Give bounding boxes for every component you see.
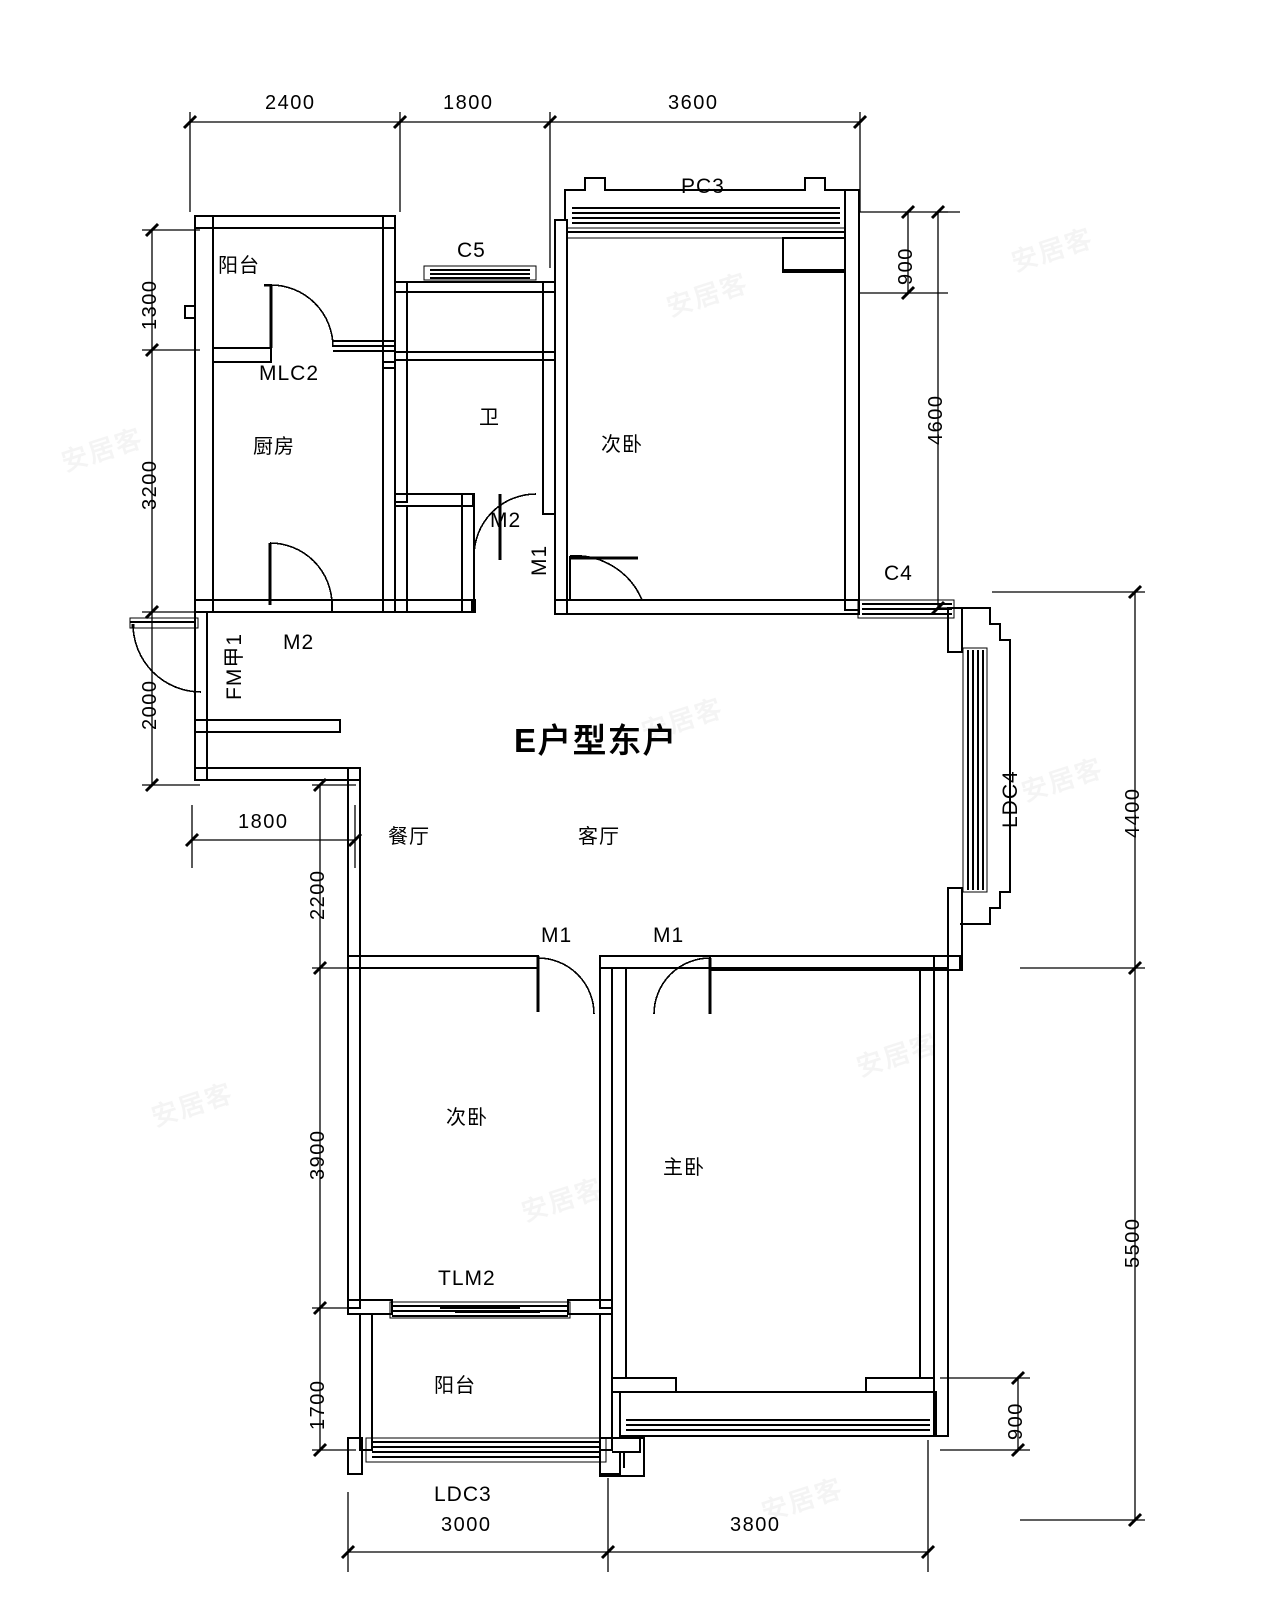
dimension-right-4400: 4400 <box>1122 787 1144 839</box>
opening-label-m1-bedroom-sw: M1 <box>541 924 573 947</box>
opening-label-ldc3: LDC3 <box>434 1483 492 1506</box>
room-label-bathroom: 卫 <box>479 407 500 429</box>
dimension-right-900-bottom: 900 <box>1005 1402 1027 1440</box>
dimension-top-1800: 1800 <box>443 92 494 114</box>
dimension-lines <box>142 112 1145 1572</box>
dimension-bottom-3800: 3800 <box>730 1514 781 1536</box>
room-label-kitchen: 厨房 <box>253 436 295 458</box>
opening-label-mlc2: MLC2 <box>259 362 320 385</box>
opening-label-m1-master: M1 <box>653 924 685 947</box>
dimension-right-4600: 4600 <box>925 394 947 446</box>
dimension-right-5500: 5500 <box>1122 1217 1144 1269</box>
opening-label-c4: C4 <box>884 562 913 585</box>
opening-label-ldc4: LDC4 <box>999 770 1022 828</box>
opening-label-m2-bath: M2 <box>490 509 522 532</box>
opening-label-m1-bedroom-ne: M1 <box>528 544 551 576</box>
dimension-left-1700: 1700 <box>307 1379 329 1431</box>
room-label-bedroom-sw: 次卧 <box>446 1107 488 1129</box>
room-label-master-bedroom: 主卧 <box>663 1157 705 1179</box>
dimension-top-2400: 2400 <box>265 92 316 114</box>
dimension-left-2000: 2000 <box>139 679 161 731</box>
wall-layer <box>129 177 1011 1477</box>
dimension-left-3900: 3900 <box>307 1129 329 1181</box>
opening-label-m2-kitchen: M2 <box>283 631 315 654</box>
room-label-kitchen-balcony: 阳台 <box>218 255 260 277</box>
opening-label-tlm2: TLM2 <box>438 1267 496 1290</box>
opening-label-c5: C5 <box>457 239 486 262</box>
dimension-bottom-3000: 3000 <box>441 1514 492 1536</box>
dimension-left-2200: 2200 <box>307 869 329 921</box>
dimension-left-1300: 1300 <box>139 279 161 331</box>
opening-label-fm-entry: FM甲1 <box>223 633 246 700</box>
dimension-right-900-top: 900 <box>895 247 917 285</box>
room-label-south-balcony: 阳台 <box>434 1375 476 1397</box>
room-label-bedroom-ne: 次卧 <box>601 434 643 456</box>
dimension-left-3200: 3200 <box>139 459 161 511</box>
opening-label-pc3: PC3 <box>681 175 725 198</box>
dimension-left-1800: 1800 <box>238 811 289 833</box>
page-title: E户型东户 <box>514 722 679 759</box>
dimension-top-3600: 3600 <box>668 92 719 114</box>
room-label-dining: 餐厅 <box>388 826 430 848</box>
room-label-living: 客厅 <box>578 826 620 848</box>
